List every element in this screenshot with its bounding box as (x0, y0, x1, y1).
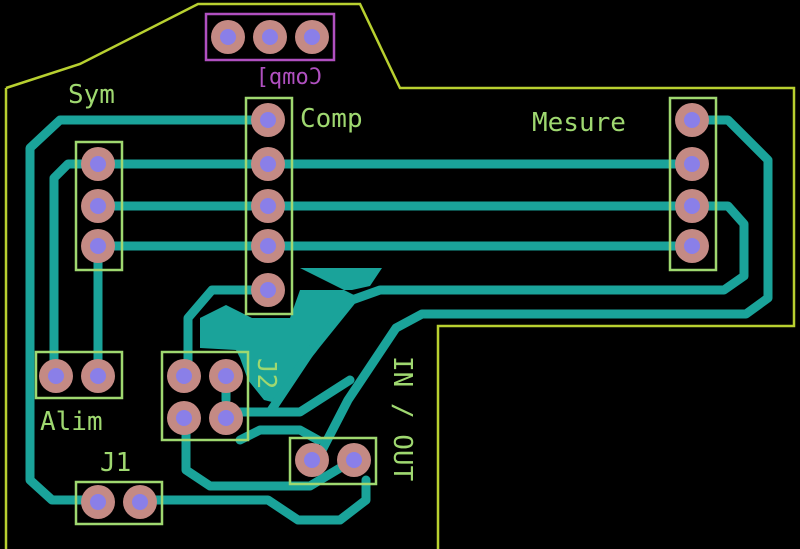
drill-hole (260, 282, 276, 298)
drill-hole (218, 368, 234, 384)
board-outline (5, 2, 796, 549)
drill-hole (684, 198, 700, 214)
drill-hole (220, 29, 236, 45)
label-j2: J2 (251, 358, 281, 389)
label-in-out: IN / OUT (387, 356, 417, 482)
drill-hole (262, 29, 278, 45)
drill-hole (90, 238, 106, 254)
label-j1: J1 (100, 448, 131, 478)
drill-hole (218, 410, 234, 426)
label-comp-back: Comp] (256, 65, 322, 90)
label-mesure: Mesure (532, 108, 626, 138)
drill-hole (304, 29, 320, 45)
label-comp: Comp (300, 104, 363, 134)
drill-hole (176, 368, 192, 384)
back-footprint-outline (204, 12, 336, 62)
drill-hole (90, 198, 106, 214)
drill-hole (132, 494, 148, 510)
label-sym: Sym (68, 80, 115, 110)
drill-hole (684, 238, 700, 254)
drill-hole (90, 156, 106, 172)
footprint-outlines (34, 96, 718, 526)
drill-hole (346, 452, 362, 468)
drill-hole (260, 198, 276, 214)
drill-hole (260, 112, 276, 128)
copper-pour (200, 268, 382, 402)
drill-hole (176, 410, 192, 426)
drill-hole (260, 238, 276, 254)
pads (39, 20, 709, 519)
drill-hole (90, 368, 106, 384)
drill-hole (684, 112, 700, 128)
drill-hole (684, 156, 700, 172)
drill-hole (48, 368, 64, 384)
drill-hole (90, 494, 106, 510)
drill-hole (260, 156, 276, 172)
label-alim: Alim (40, 407, 103, 437)
drill-hole (304, 452, 320, 468)
